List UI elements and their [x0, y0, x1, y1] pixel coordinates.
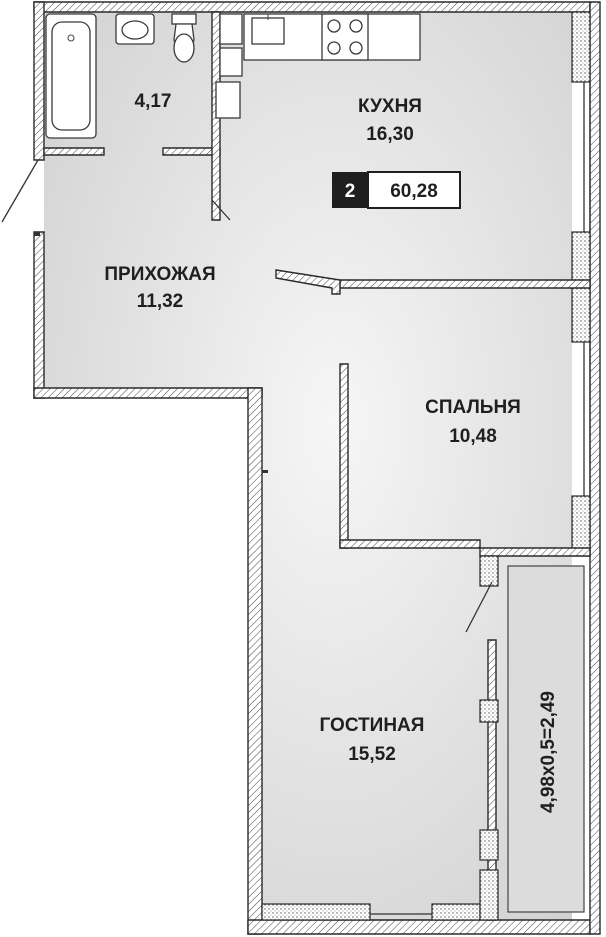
balcony-pillar-1	[479, 699, 499, 723]
outer-wall-living-left	[247, 387, 263, 935]
kitchen-name: КУХНЯ	[358, 96, 422, 117]
bathtub-icon	[45, 13, 97, 139]
balcony-wall-top	[479, 547, 591, 557]
badge-rooms-box	[332, 172, 368, 208]
bedroom-area: 10,48	[449, 426, 497, 447]
balcony-floor	[507, 565, 585, 913]
toilet-icon	[171, 13, 197, 63]
sink-icon	[115, 13, 155, 45]
bathroom-wall-bottom-left	[43, 147, 105, 156]
outer-wall-right	[589, 1, 601, 935]
pillar-right-1	[571, 11, 591, 83]
kitchen-bedroom-wall	[339, 279, 591, 289]
bedroom-name: СПАЛЬНЯ	[425, 397, 521, 418]
balcony-pillar-2	[479, 829, 499, 861]
windows-right	[583, 82, 591, 496]
outer-wall-left-upper	[33, 1, 45, 161]
badge-rooms-count: 2	[345, 181, 356, 202]
door-swing-hall	[211, 199, 231, 221]
balcony-formula: 4,98x0,5=2,49	[538, 691, 559, 813]
badge-total-area: 60,28	[390, 181, 438, 202]
bedroom-wall-bottom	[339, 539, 481, 549]
balcony-door-line	[465, 581, 493, 633]
windows-bottom	[370, 913, 432, 921]
stove-icon	[321, 13, 369, 61]
balcony-pillar-3	[479, 869, 499, 921]
floor-area	[44, 12, 572, 926]
apartment-badge: 2 60,28	[332, 171, 461, 209]
appliance-stack-icon	[215, 13, 243, 119]
outer-wall-top	[33, 1, 591, 13]
outer-wall-left-lower	[33, 231, 45, 399]
living-name: ГОСТИНАЯ	[320, 715, 425, 736]
outer-wall-bottom	[247, 919, 591, 935]
marker-hall	[34, 232, 40, 236]
balcony-pillar-top	[479, 555, 499, 587]
outer-wall-step	[33, 387, 263, 399]
bedroom-wall-left	[339, 363, 349, 549]
hallway-name: ПРИХОЖАЯ	[104, 264, 215, 285]
pillar-bottom-2	[431, 903, 481, 921]
entrance-door-swing	[1, 159, 39, 223]
marker-living	[262, 470, 268, 473]
living-area: 15,52	[348, 744, 396, 765]
pillar-bottom-1	[261, 903, 371, 921]
hallway-area: 11,32	[137, 291, 184, 312]
kitchen-area: 16,30	[366, 124, 414, 145]
badge-area-box	[367, 171, 461, 209]
bathroom-area: 4,17	[135, 91, 172, 112]
pillar-right-3	[571, 495, 591, 557]
kitchen-door-stub	[275, 269, 341, 295]
